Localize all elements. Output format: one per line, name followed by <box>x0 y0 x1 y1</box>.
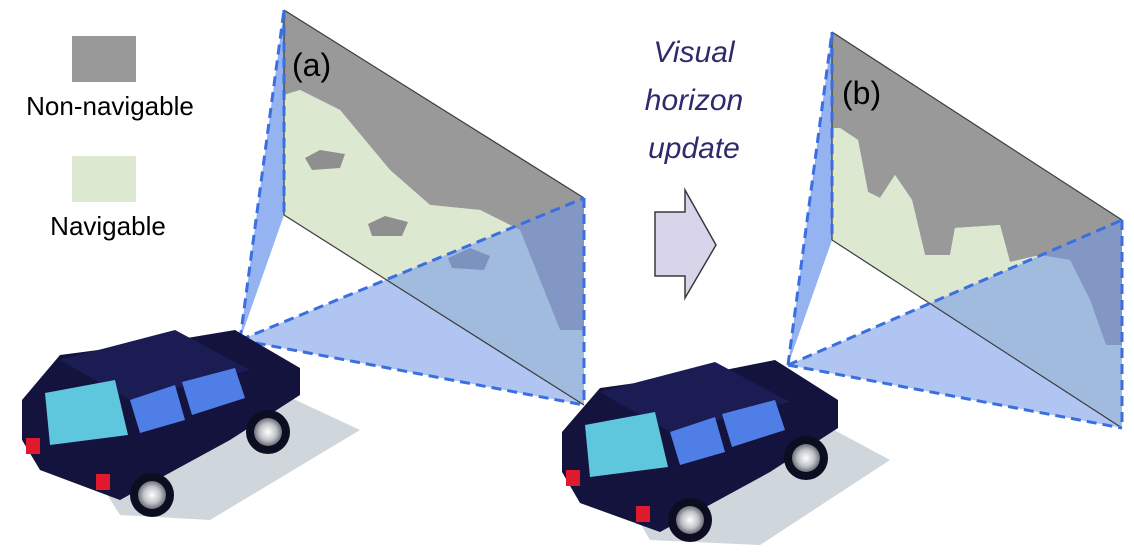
frustum-edges <box>238 9 586 407</box>
car-windshield <box>585 412 668 477</box>
panel-b-label: (b) <box>842 75 881 111</box>
car-headlight <box>26 438 40 454</box>
plane-edge <box>831 31 1123 221</box>
caption-line-2: horizon <box>645 84 743 117</box>
plane-edge <box>283 214 585 406</box>
plane-edge <box>831 239 1123 429</box>
car-side-window <box>670 417 725 465</box>
car-wheel-hub <box>792 444 820 472</box>
car-wheel-hub <box>138 481 166 509</box>
obstacle-blob <box>368 216 408 236</box>
car-side-window <box>722 400 785 447</box>
non-navigable-region <box>832 32 1122 345</box>
car-side-window <box>130 385 185 433</box>
frustum-bottom-face <box>240 198 584 405</box>
plane-edge <box>283 9 585 199</box>
navigable-swatch <box>72 156 136 202</box>
frustum-edges <box>786 31 1124 430</box>
navigable-label: Navigable <box>50 211 166 241</box>
non-navigable-swatch <box>72 36 136 82</box>
panel-a: (a) <box>22 9 586 520</box>
non-navigable-region <box>284 10 584 330</box>
obstacle-blob <box>305 150 345 170</box>
car-side-window <box>182 368 245 415</box>
panel-a-label: (a) <box>292 47 331 83</box>
right-arrow-icon <box>654 187 717 301</box>
car-headlight <box>566 470 580 486</box>
car-wheel-hub <box>676 506 704 534</box>
update-arrow-group: Visual horizon update <box>645 36 743 301</box>
car-headlight <box>96 474 110 490</box>
legend: Non-navigable Navigable <box>26 36 194 241</box>
car-wheel-hub <box>254 418 282 446</box>
frustum-bottom-face <box>788 220 1122 428</box>
non-navigable-label: Non-navigable <box>26 91 194 121</box>
car-a <box>22 330 300 517</box>
car-b <box>562 360 838 542</box>
caption-line-1: Visual <box>653 36 736 69</box>
panel-b: (b) <box>562 31 1124 545</box>
car-headlight <box>636 506 650 522</box>
car-windshield <box>45 380 128 445</box>
caption-line-3: update <box>648 132 740 165</box>
